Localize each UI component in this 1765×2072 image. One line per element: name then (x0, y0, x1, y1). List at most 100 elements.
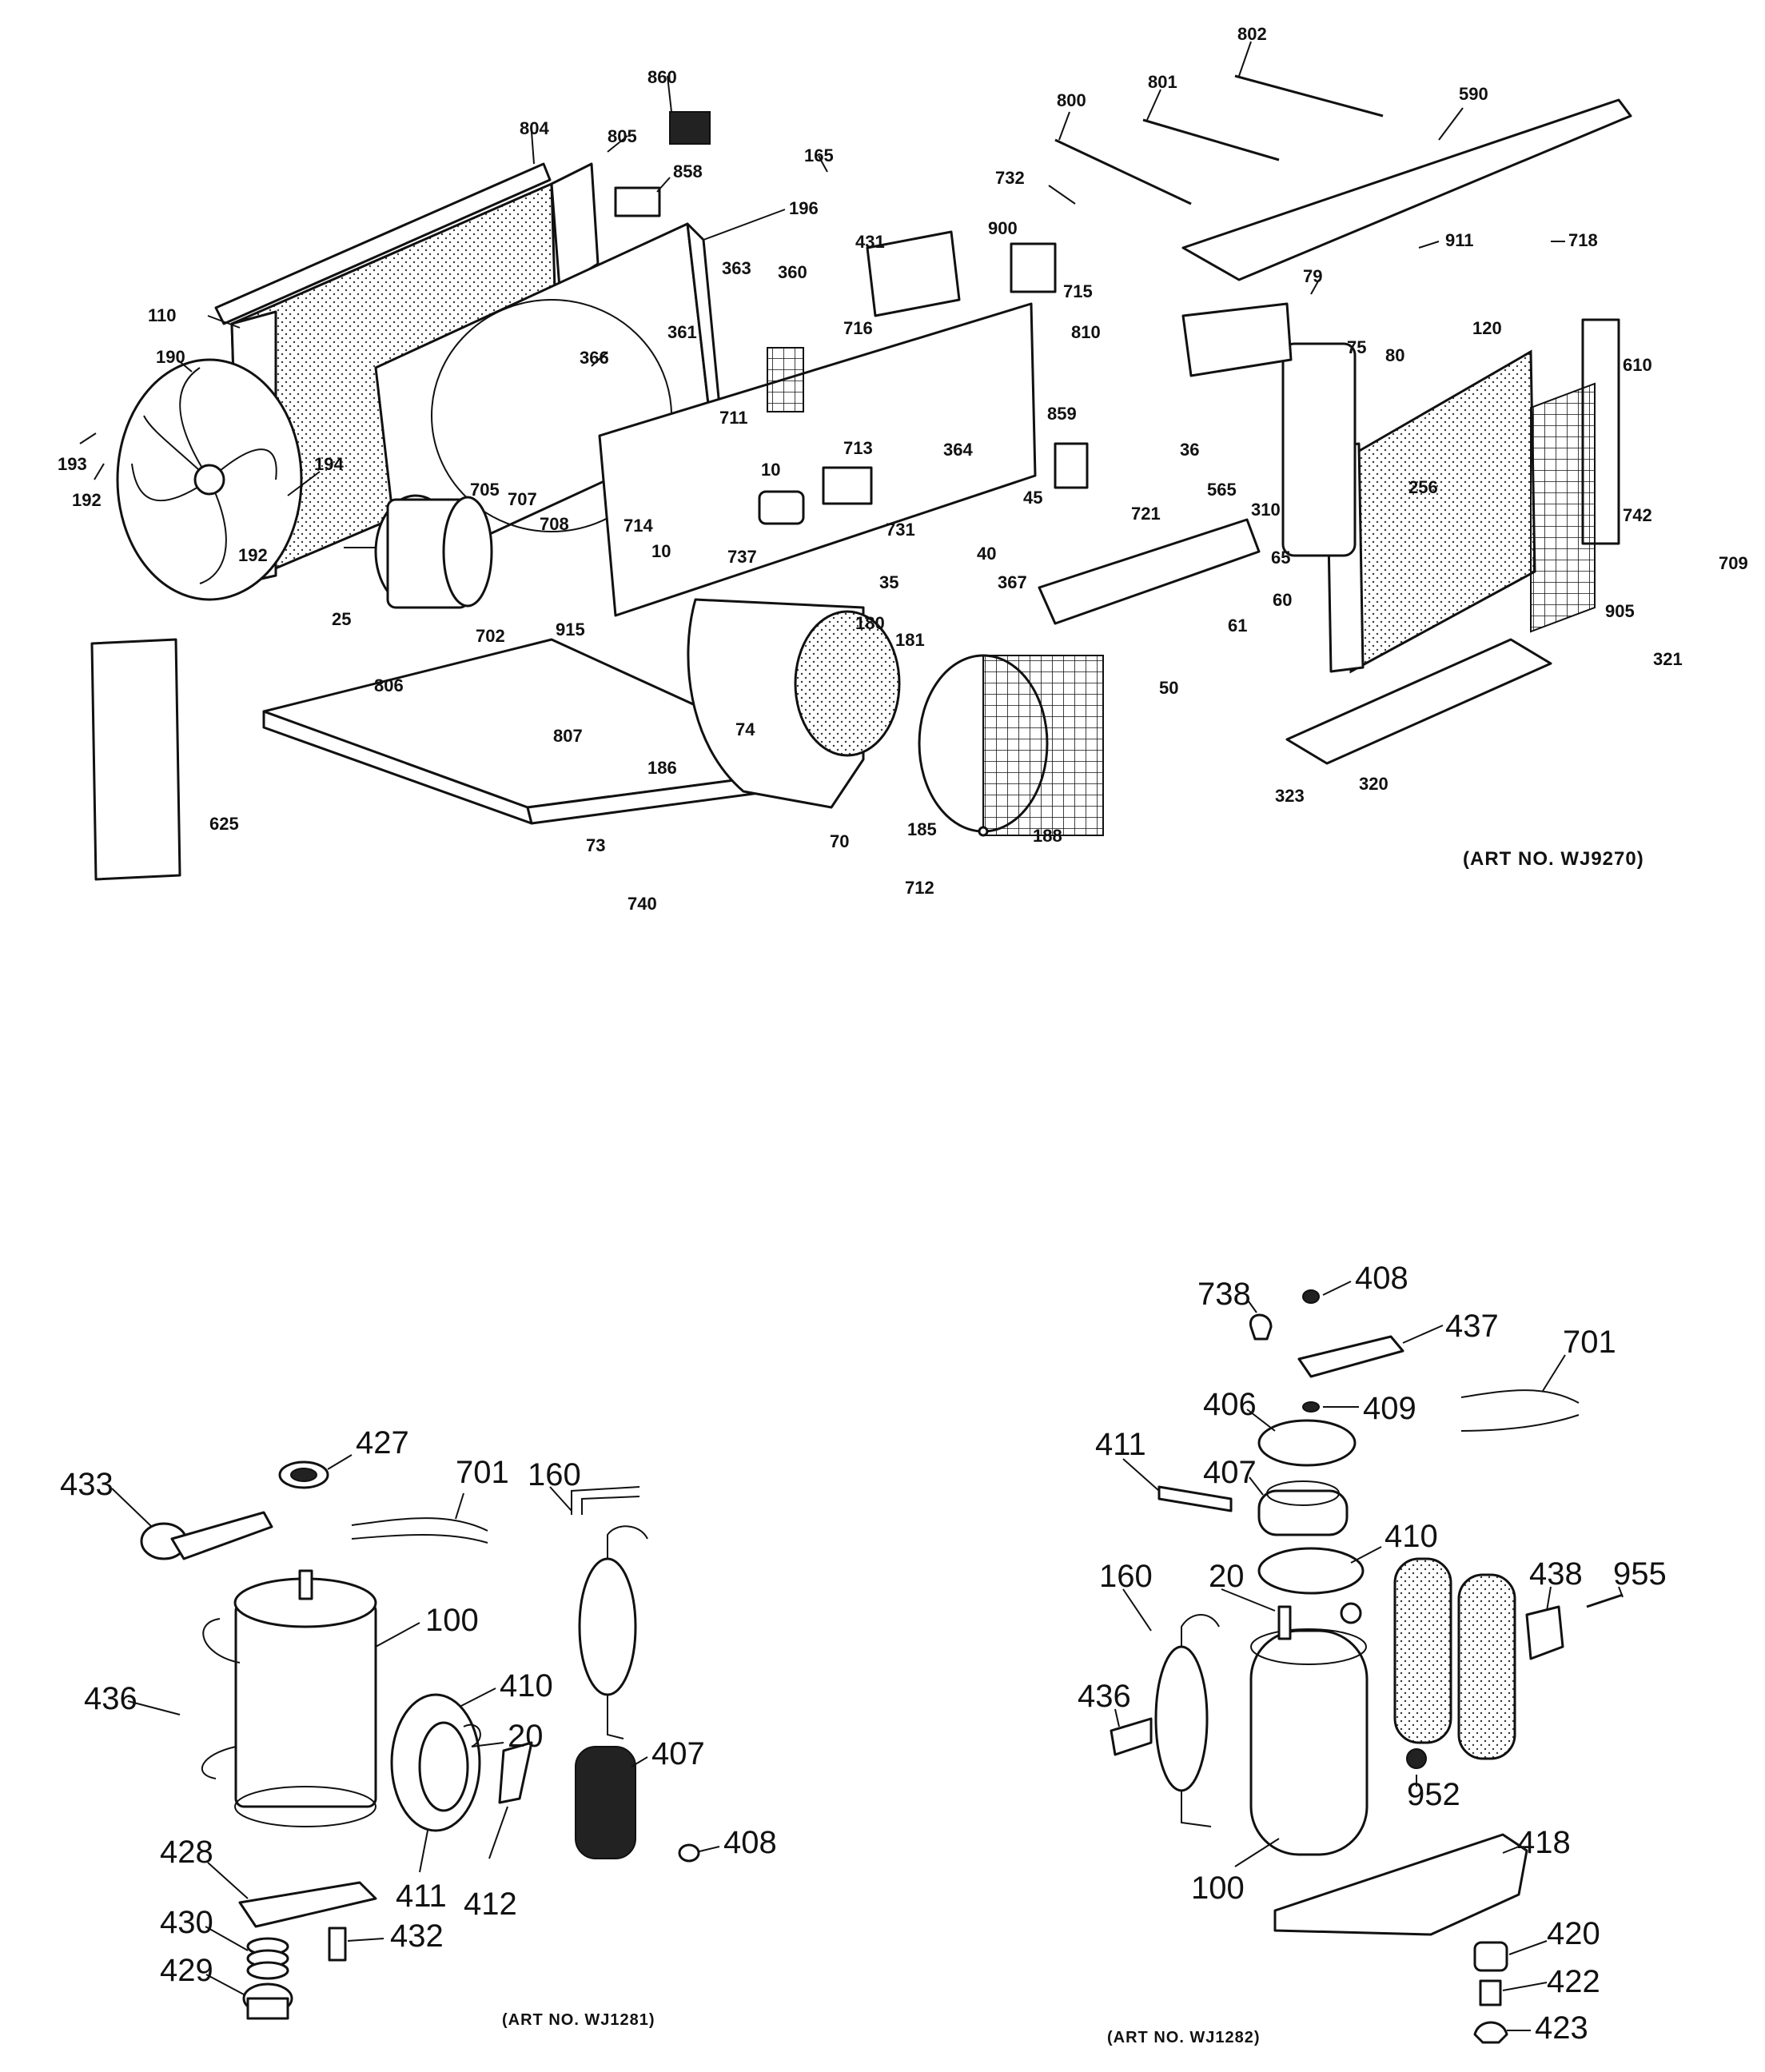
part-number-label: 181 (895, 630, 925, 650)
bottom-right-assembly: 738 408 437 701 406 409 411 407 410 160 … (1078, 1261, 1667, 2046)
part-number-label: 160 (528, 1457, 581, 1492)
bottom-left-assembly: 427 433 701 160 100 436 410 20 407 408 4… (60, 1425, 777, 2029)
part-number-label: 321 (1653, 649, 1683, 669)
part-number-label: 190 (156, 347, 185, 367)
part-number-label: 432 (390, 1919, 444, 1954)
part-shield (1181, 302, 1293, 377)
part-number-label: 802 (1237, 24, 1267, 44)
brace-802 (1234, 74, 1384, 118)
part-number-label: 418 (1517, 1825, 1571, 1860)
part-number-label: 408 (1355, 1261, 1408, 1296)
part-number-label: 180 (855, 613, 885, 633)
top-cover (1181, 98, 1632, 281)
part-number-label: 411 (1095, 1427, 1146, 1462)
part-number-label: 801 (1148, 72, 1177, 92)
part-number-label: 436 (84, 1681, 137, 1716)
accumulator-left (571, 1486, 648, 1739)
overload-assembly-left (390, 1693, 481, 1832)
part-number-label: 911 (1445, 230, 1474, 250)
accumulator-right (1154, 1614, 1220, 1827)
art-number-bottom-right: (ART NO. WJ1282) (1107, 2029, 1261, 2046)
part-number-label: 323 (1275, 786, 1305, 806)
part-number-label: 36 (1180, 440, 1199, 460)
part-number-label: 900 (988, 218, 1018, 238)
evaporator-coil (1281, 318, 1620, 674)
part-number-label: 100 (425, 1603, 479, 1638)
part-number-label: 35 (879, 572, 898, 592)
part-number-label: 194 (314, 454, 344, 474)
bottom-right-leaders (1114, 1281, 1624, 2031)
part-number-label: 430 (160, 1905, 213, 1940)
top-labels: 860 804 805 858 165 196 802 801 800 590 … (58, 24, 1748, 914)
condenser-fan (116, 358, 303, 601)
part-number-label: 192 (238, 545, 268, 565)
part-number-label: 423 (1535, 2010, 1588, 2046)
part-number-label: 160 (1099, 1559, 1153, 1594)
part-number-label: 196 (789, 198, 819, 218)
part-number-label: 360 (778, 262, 807, 282)
drain-tray (1285, 638, 1552, 765)
part-number-label: 702 (476, 626, 505, 646)
art-number-top: (ART NO. WJ9270) (1463, 848, 1644, 870)
part-number-label: 712 (905, 878, 934, 898)
compressor-right (1249, 1602, 1369, 1856)
top-assembly: 860 804 805 858 165 196 802 801 800 590 … (58, 24, 1748, 914)
part-number-label: 705 (470, 480, 500, 500)
bottom-left-leaders (111, 1454, 720, 1995)
part-859 (1054, 442, 1089, 489)
part-number-label: 70 (830, 831, 849, 851)
part-number-label: 737 (727, 547, 757, 567)
brace-801 (1142, 118, 1280, 161)
overload-410-right (1257, 1547, 1365, 1595)
part-number-label: 731 (886, 520, 915, 540)
part-number-label: 407 (1203, 1455, 1257, 1490)
part-number-label: 74 (735, 719, 755, 739)
part-number-label: 186 (647, 758, 677, 778)
part-number-label: 721 (1131, 504, 1161, 524)
part-number-label: 952 (1407, 1777, 1460, 1812)
part-number-label: 428 (160, 1835, 213, 1870)
part-713 (822, 466, 873, 505)
part-dot (978, 826, 989, 837)
part-number-label: 409 (1363, 1391, 1416, 1426)
part-number-label: 740 (628, 894, 657, 914)
part-number-label: 65 (1271, 548, 1290, 568)
wires-701 (351, 1517, 488, 1544)
part-number-label: 20 (508, 1719, 544, 1754)
screw-955 (1586, 1593, 1624, 1608)
part-number-label: 320 (1359, 774, 1388, 794)
bracket-436-right (1110, 1717, 1153, 1756)
grommet-427 (278, 1460, 329, 1489)
part-number-label: 805 (608, 126, 637, 146)
part-number-label: 955 (1613, 1556, 1667, 1592)
control-panel (1038, 518, 1261, 625)
part-number-label: 361 (667, 322, 697, 342)
part-number-label: 860 (647, 67, 677, 87)
cover-406 (1257, 1419, 1357, 1467)
part-number-label: 431 (855, 232, 885, 252)
part-number-label: 192 (72, 490, 102, 510)
part-number-label: 75 (1347, 337, 1366, 357)
part-number-label: 742 (1623, 505, 1652, 525)
bracket-433 (140, 1511, 273, 1560)
part-431 (866, 230, 961, 317)
part-number-label: 45 (1023, 488, 1042, 508)
bottom-left-labels: 427 433 701 160 100 436 410 20 407 408 4… (60, 1425, 777, 1988)
brace-800 (1054, 138, 1192, 205)
cover-407-left (575, 1746, 636, 1859)
part-number-label: 708 (540, 514, 569, 534)
bottom-right-labels: 738 408 437 701 406 409 411 407 410 160 … (1078, 1261, 1667, 2046)
clip-411-right (1157, 1485, 1233, 1512)
part-number-label: 10 (651, 541, 671, 561)
part-number-label: 714 (624, 516, 653, 536)
part-number-label: 410 (500, 1668, 553, 1703)
part-number-label: 427 (356, 1425, 409, 1460)
part-number-label: 738 (1197, 1277, 1251, 1312)
part-number-label: 905 (1605, 601, 1635, 621)
part-number-label: 590 (1459, 84, 1488, 104)
nut-408-left (678, 1843, 700, 1863)
part-number-label: 806 (374, 675, 404, 695)
part-number-label: 73 (586, 835, 605, 855)
